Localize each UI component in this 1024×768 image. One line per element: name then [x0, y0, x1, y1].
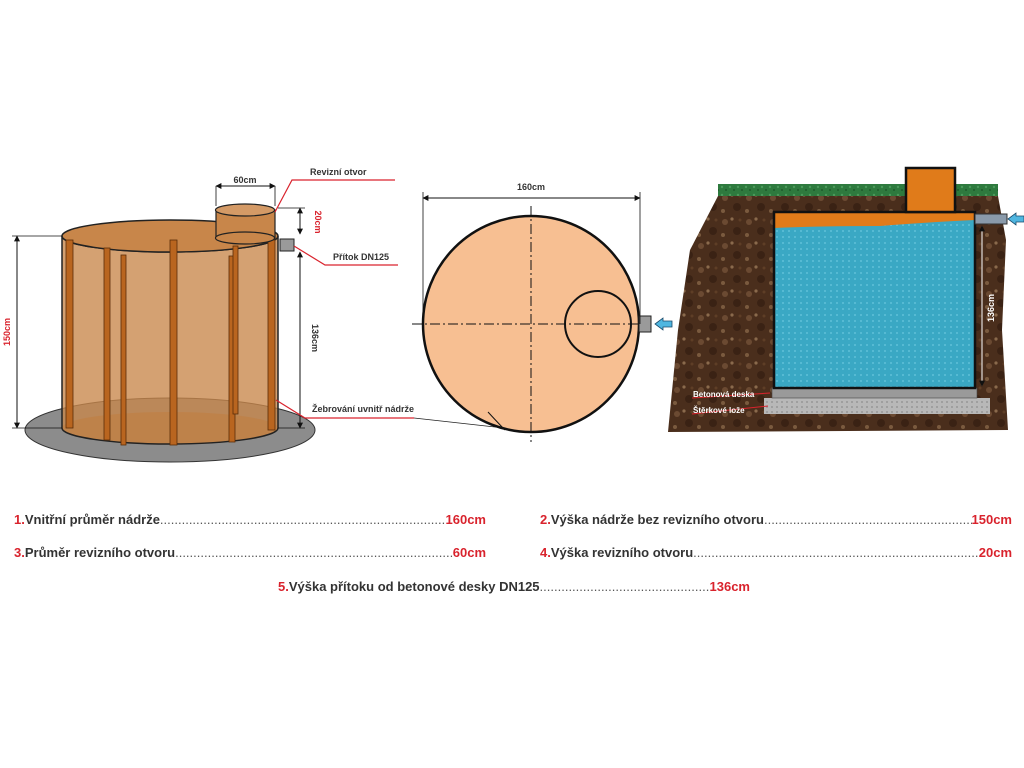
spec-4: 4. Výška revizního otvoru ..............…: [540, 545, 1012, 560]
ribs: [65, 239, 276, 446]
top-inlet-pipe: [638, 315, 652, 333]
tank-top-view: 160cm: [412, 182, 673, 442]
tank-lid-section: [774, 212, 975, 228]
dim-inlet-height: 136cm: [310, 324, 320, 352]
dim-tank-height: 150cm: [2, 318, 12, 346]
label-inspection-opening: Revizní otvor: [310, 167, 367, 177]
tank-section-view: 136cm Betonová deska Štěrkové lože: [668, 166, 1024, 432]
label-concrete-slab: Betonová deska: [693, 390, 755, 399]
dim-diameter: 160cm: [517, 182, 545, 192]
dim-section-inlet-height: 136cm: [986, 294, 996, 322]
water: [774, 212, 975, 388]
section-inlet-pipe: [974, 213, 1008, 225]
inspection-lid: [214, 203, 276, 217]
spec-3: 3. Průměr revizního otvoru .............…: [14, 545, 486, 560]
label-gravel-bed: Štěrkové lože: [693, 406, 745, 415]
tank-3d-view: 60cm 20cm 150cm 136cm Revizní otvor Přít…: [2, 167, 505, 463]
section-neck: [904, 166, 957, 214]
label-ribs: Žebrování uvnitř nádrže: [312, 403, 414, 414]
arrow-left-icon: [654, 317, 673, 331]
spec-5: 5. Výška přítoku od betonové desky DN125…: [278, 579, 750, 594]
section-tank-outline: [772, 210, 977, 390]
inlet-pipe: [279, 238, 295, 252]
arrow-left-icon: [1007, 212, 1024, 226]
dim-neck-height: 20cm: [313, 210, 323, 233]
dim-top-diameter: 60cm: [233, 175, 256, 185]
concrete-slab: [771, 387, 978, 399]
gravel-bed: [764, 398, 990, 414]
label-inlet: Přítok DN125: [333, 252, 389, 262]
spec-2: 2. Výška nádrže bez revizního otvoru ...…: [540, 512, 1012, 527]
spec-1: 1. Vnitřní průměr nádrže ...............…: [14, 512, 486, 527]
